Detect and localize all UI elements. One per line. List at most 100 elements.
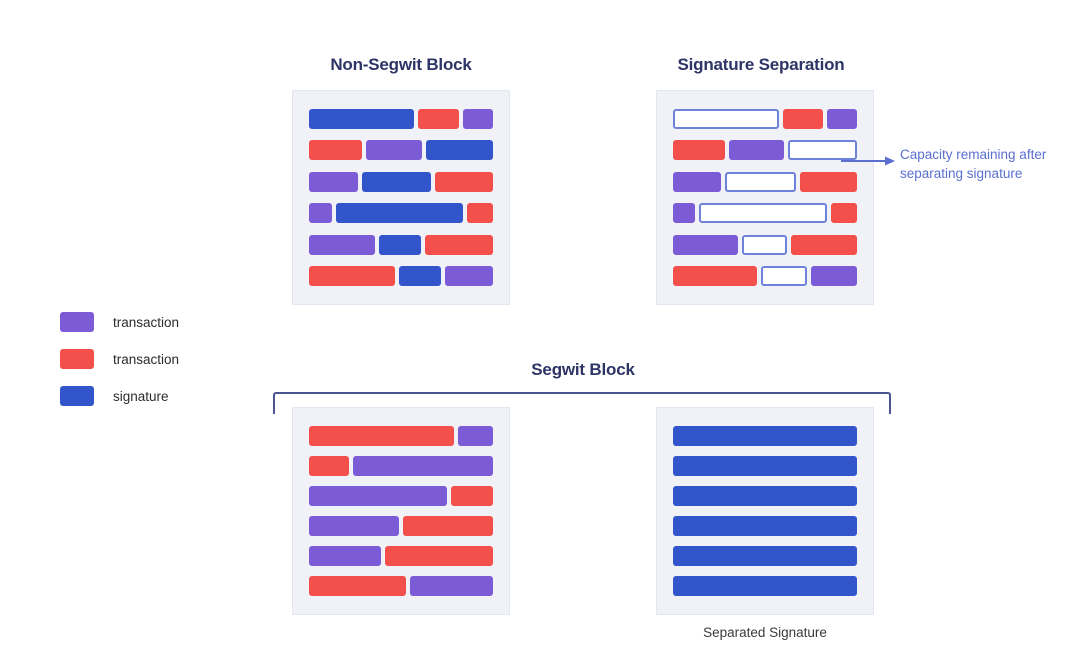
bar-row xyxy=(673,486,857,506)
bar-signature-hollow xyxy=(761,265,807,286)
bar-signature-blue xyxy=(673,546,857,566)
bar-signature-blue xyxy=(362,171,431,192)
caption-separated-signature: Separated Signature xyxy=(703,625,827,640)
bar-transaction-red xyxy=(384,546,493,566)
bar-signature-blue xyxy=(673,486,857,506)
bar-transaction-purple xyxy=(462,109,493,129)
bar-transaction-purple xyxy=(353,456,493,476)
bar-row xyxy=(673,171,857,192)
bar-row xyxy=(309,203,493,224)
callout-capacity-remaining: Capacity remaining after separating sign… xyxy=(900,147,1047,181)
bar-transaction-red xyxy=(417,109,459,129)
bar-transaction-red xyxy=(800,171,857,192)
bar-transaction-red xyxy=(783,109,824,129)
bar-signature-hollow xyxy=(673,109,780,129)
bar-transaction-purple xyxy=(810,265,857,286)
bar-transaction-red xyxy=(309,576,407,596)
bar-row xyxy=(309,171,493,192)
bar-row xyxy=(309,576,493,596)
bar-row xyxy=(673,265,857,286)
bar-transaction-red xyxy=(450,486,493,506)
bar-row xyxy=(309,234,493,255)
bar-signature-blue xyxy=(673,426,857,446)
bar-row xyxy=(673,576,857,596)
bar-signature-blue xyxy=(379,234,421,255)
bar-signature-blue xyxy=(399,265,442,286)
bar-signature-blue xyxy=(673,456,857,476)
bar-transaction-purple xyxy=(309,486,447,506)
bar-transaction-purple xyxy=(309,203,332,224)
bar-rows xyxy=(657,91,873,304)
block-panel-segwit-transactions xyxy=(292,407,510,615)
bar-transaction-purple xyxy=(827,109,857,129)
bar-signature-blue xyxy=(309,109,414,129)
bar-transaction-purple xyxy=(673,234,738,255)
legend-label: transaction xyxy=(113,314,180,330)
bar-signature-blue xyxy=(335,203,463,224)
bar-signature-blue xyxy=(673,576,857,596)
bar-row xyxy=(673,203,857,224)
bar-transaction-red xyxy=(425,234,493,255)
bar-signature-blue xyxy=(426,140,493,161)
bar-transaction-red xyxy=(790,234,857,255)
legend-swatch-transaction-purple xyxy=(60,312,94,332)
bar-row xyxy=(309,516,493,536)
bar-signature-hollow xyxy=(699,203,828,224)
bar-row xyxy=(309,109,493,129)
legend-item: signature xyxy=(60,386,250,406)
legend-item: transaction xyxy=(60,349,250,369)
bar-row xyxy=(309,426,493,446)
bar-transaction-red xyxy=(309,456,350,476)
bar-row xyxy=(673,426,857,446)
segwit-bracket xyxy=(273,392,891,414)
legend-swatch-signature-blue xyxy=(60,386,94,406)
bar-signature-blue xyxy=(673,516,857,536)
bar-row xyxy=(673,456,857,476)
page-title-signature-separation: Signature Separation xyxy=(677,55,845,74)
bar-transaction-red xyxy=(309,426,455,446)
legend: transaction transaction signature xyxy=(60,312,250,423)
legend-item: transaction xyxy=(60,312,250,332)
bar-transaction-purple xyxy=(673,171,722,192)
bar-transaction-red xyxy=(309,140,362,161)
bar-row xyxy=(673,109,857,129)
bar-row xyxy=(673,516,857,536)
bar-row xyxy=(673,234,857,255)
bar-row xyxy=(309,486,493,506)
arrow-right-icon xyxy=(841,156,895,166)
bar-transaction-red xyxy=(831,203,857,224)
bar-transaction-red xyxy=(673,140,725,161)
block-panel-non-segwit xyxy=(292,90,510,305)
bar-row xyxy=(309,456,493,476)
bar-signature-hollow xyxy=(787,140,857,161)
page-title-non-segwit-block: Non-Segwit Block xyxy=(330,55,472,74)
bar-transaction-purple xyxy=(445,265,493,286)
bar-transaction-purple xyxy=(458,426,493,446)
bar-rows xyxy=(293,408,509,614)
bar-transaction-purple xyxy=(309,546,381,566)
legend-label: transaction xyxy=(113,351,180,367)
bar-row xyxy=(309,265,493,286)
bar-rows xyxy=(293,91,509,304)
bar-transaction-purple xyxy=(365,140,423,161)
legend-swatch-transaction-red xyxy=(60,349,94,369)
bar-rows xyxy=(657,408,873,614)
legend-label: signature xyxy=(113,388,169,404)
bar-row xyxy=(309,140,493,161)
block-panel-signature-separation xyxy=(656,90,874,305)
bar-row xyxy=(309,546,493,566)
bar-transaction-purple xyxy=(728,140,784,161)
bar-transaction-purple xyxy=(673,203,696,224)
block-panel-separated-signature xyxy=(656,407,874,615)
page-title-segwit-block: Segwit Block xyxy=(531,360,635,379)
bar-transaction-red xyxy=(673,265,758,286)
bar-transaction-purple xyxy=(410,576,493,596)
bar-signature-hollow xyxy=(725,171,797,192)
bar-transaction-purple xyxy=(309,516,399,536)
bar-row xyxy=(673,140,857,161)
bar-signature-hollow xyxy=(741,234,787,255)
bar-transaction-red xyxy=(309,265,396,286)
bar-transaction-red xyxy=(466,203,493,224)
bar-transaction-red xyxy=(434,171,493,192)
bar-row xyxy=(673,546,857,566)
